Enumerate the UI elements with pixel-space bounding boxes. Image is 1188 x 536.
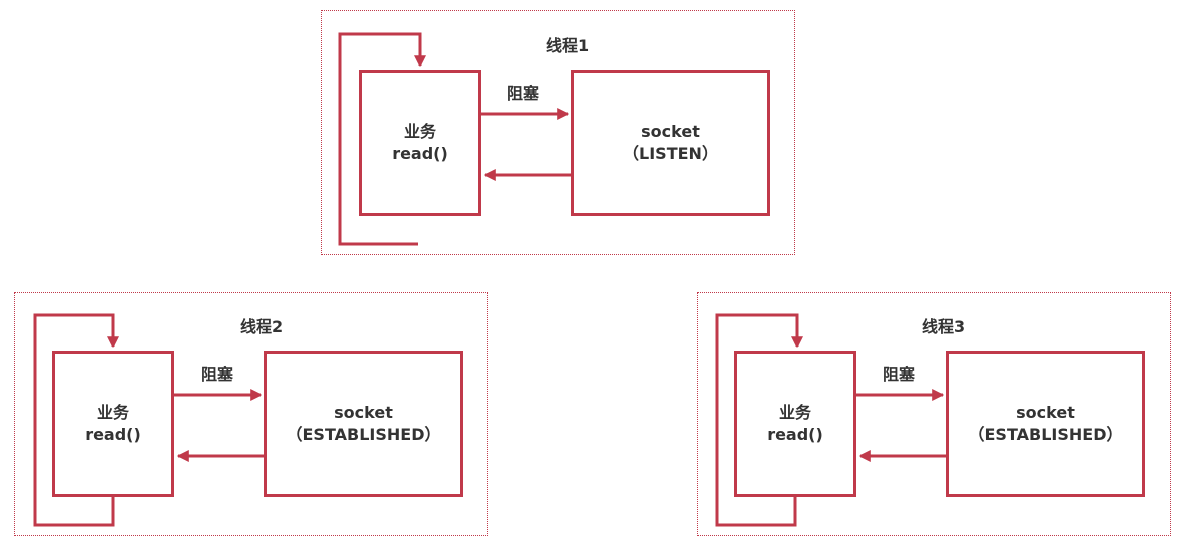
thread2-block-label: 阻塞 xyxy=(201,365,234,384)
thread3-socket-box: socket （ESTABLISHED） xyxy=(946,351,1145,497)
thread3-title: 线程3 xyxy=(922,317,966,336)
socket-state-label: （LISTEN） xyxy=(623,144,718,163)
thread2-socket-box: socket （ESTABLISHED） xyxy=(264,351,463,497)
read-call-label: read() xyxy=(392,144,448,163)
thread2-title: 线程2 xyxy=(240,317,284,336)
read-call-label: read() xyxy=(767,425,823,444)
thread1-loop-arrow xyxy=(338,32,426,246)
socket-label: socket xyxy=(334,403,393,422)
thread1-socket-box: socket （LISTEN） xyxy=(571,70,770,216)
thread3-block-label: 阻塞 xyxy=(883,365,916,384)
business-label: 业务 xyxy=(403,122,436,141)
thread3-business-box: 业务 read() xyxy=(734,351,856,497)
thread1-block-label: 阻塞 xyxy=(507,84,540,103)
business-label: 业务 xyxy=(96,403,129,422)
thread1-frame xyxy=(321,10,795,255)
thread2-business-box: 业务 read() xyxy=(52,351,174,497)
thread3-loop-arrow xyxy=(715,313,803,527)
read-call-label: read() xyxy=(85,425,141,444)
socket-label: socket xyxy=(641,122,700,141)
thread1-title: 线程1 xyxy=(546,36,590,55)
socket-state-label: （ESTABLISHED） xyxy=(286,425,441,444)
thread1-business-box: 业务 read() xyxy=(359,70,481,216)
thread2-loop-arrow xyxy=(33,313,119,527)
business-label: 业务 xyxy=(778,403,811,422)
socket-state-label: （ESTABLISHED） xyxy=(968,425,1123,444)
socket-label: socket xyxy=(1016,403,1075,422)
